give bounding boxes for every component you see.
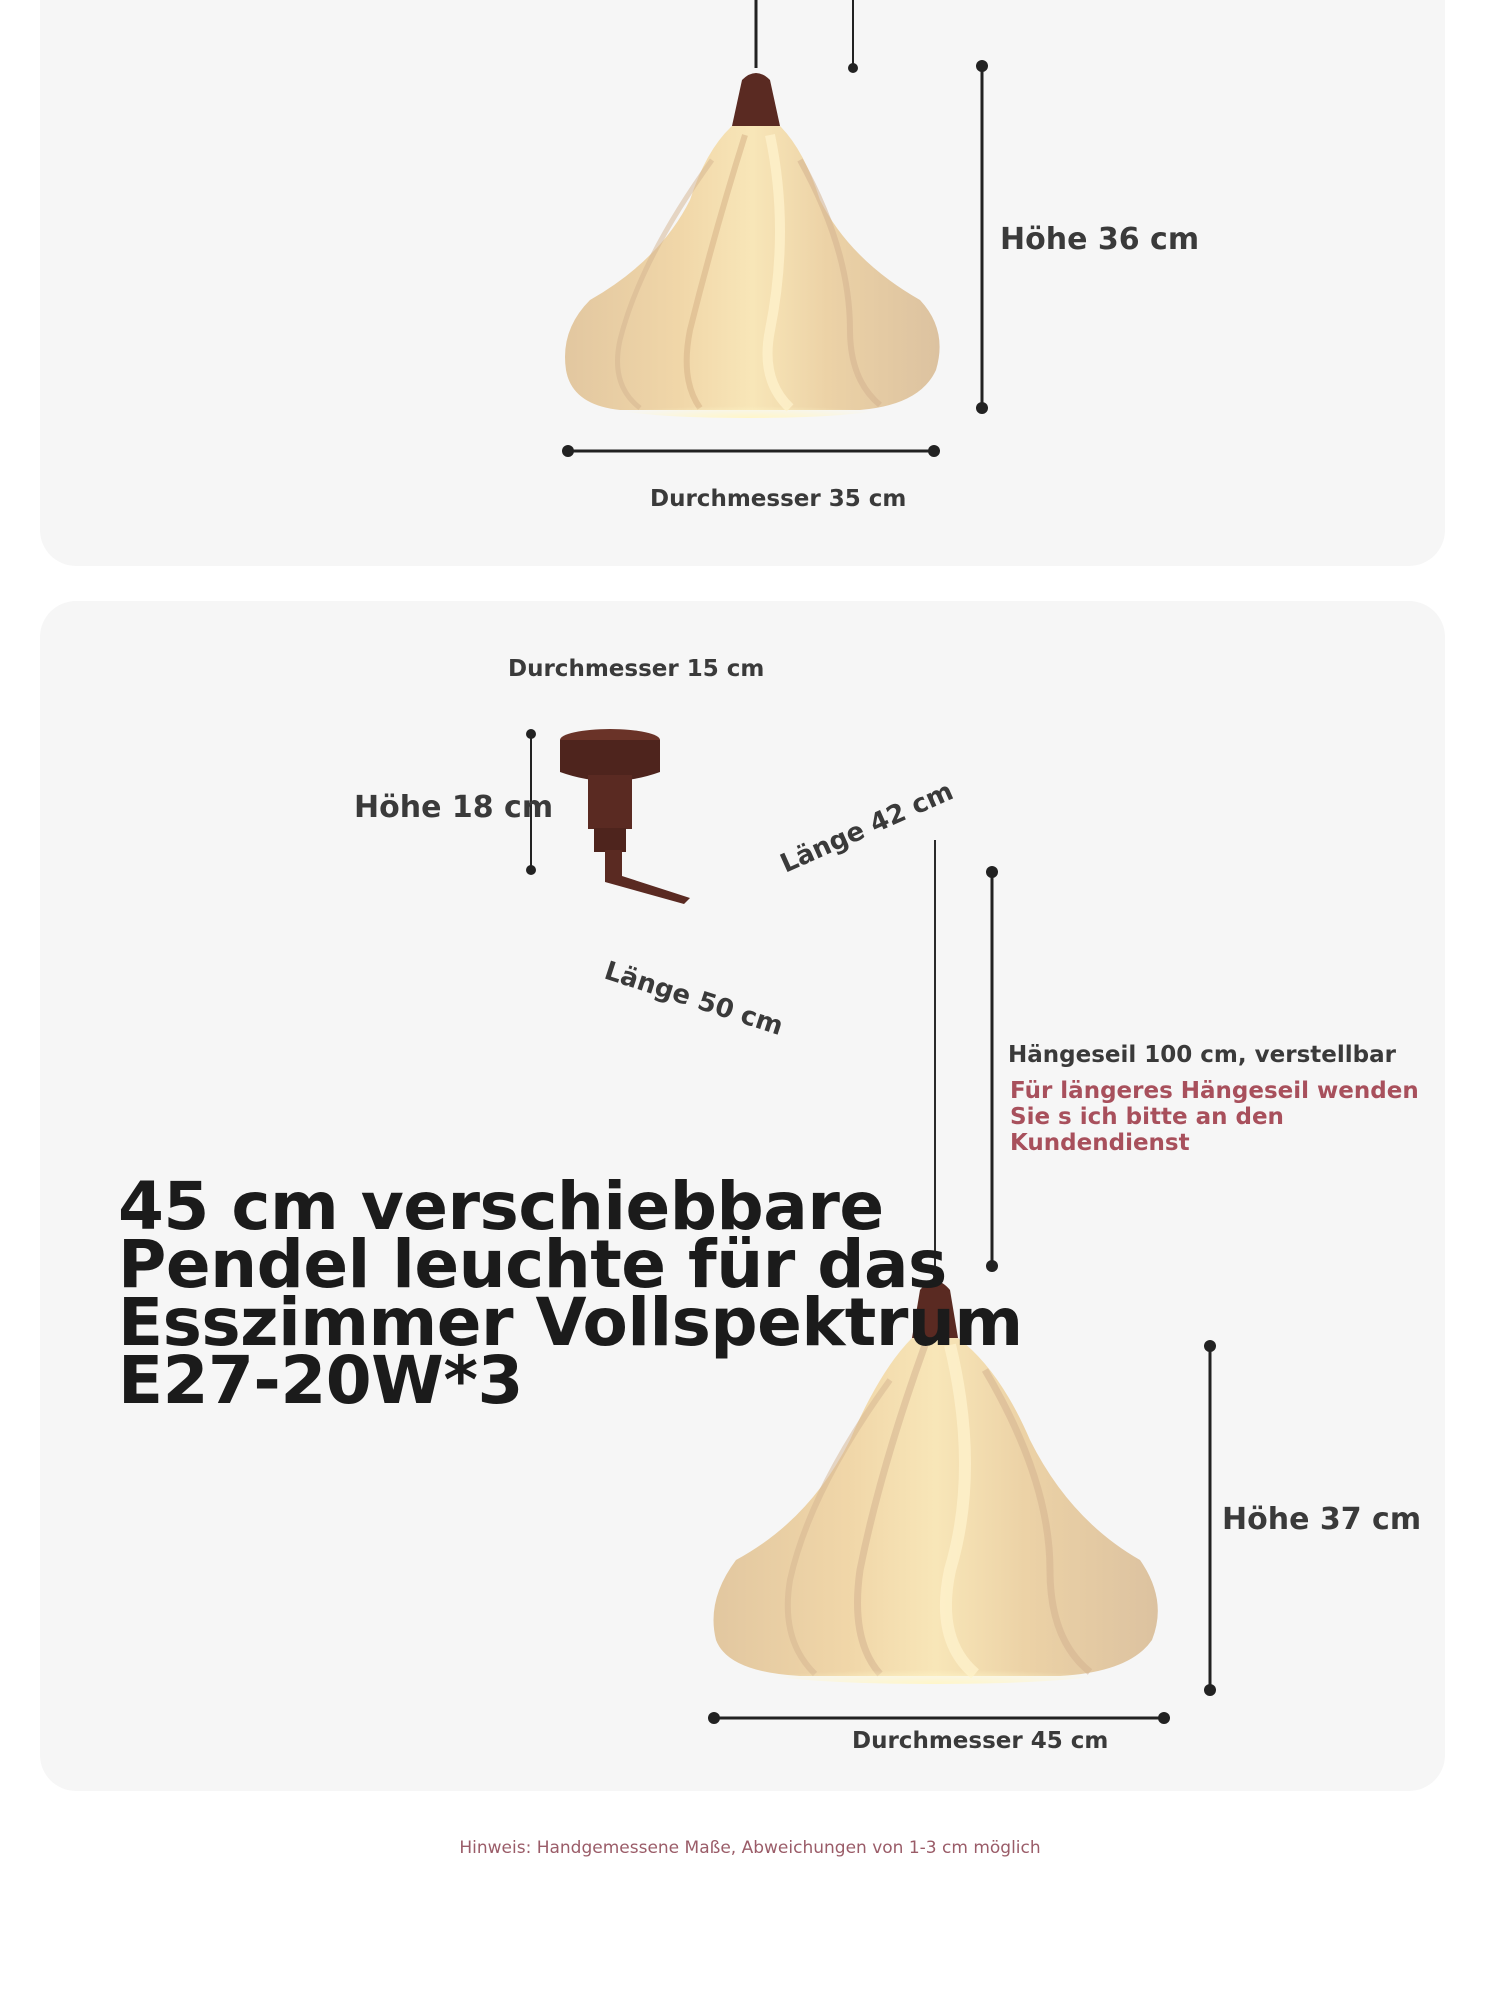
measurement-hint: Hinweis: Handgemessene Maße, Abweichunge… [459, 1838, 1041, 1858]
canopy-illustration [526, 729, 936, 1320]
small-lamp-height-label: Höhe 36 cm [1000, 222, 1200, 257]
small-lamp-illustration [562, 0, 988, 457]
cable-customer-service-note: Für längeres Hängeseil wenden Sie s ich … [1010, 1078, 1419, 1156]
small-lamp-diameter-label: Durchmesser 35 cm [650, 486, 907, 512]
large-lamp-diameter-label: Durchmesser 45 cm [852, 1728, 1109, 1754]
large-lamp-illustration [708, 866, 1216, 1724]
canopy-height-label: Höhe 18 cm [354, 790, 554, 825]
large-lamp-height-label: Höhe 37 cm [1222, 1502, 1422, 1537]
canopy-diameter-label: Durchmesser 15 cm [508, 656, 765, 682]
product-title: 45 cm verschiebbare Pendel leuchte für d… [118, 1168, 1023, 1419]
cable-length-label: Hängeseil 100 cm, verstellbar [1008, 1042, 1396, 1068]
